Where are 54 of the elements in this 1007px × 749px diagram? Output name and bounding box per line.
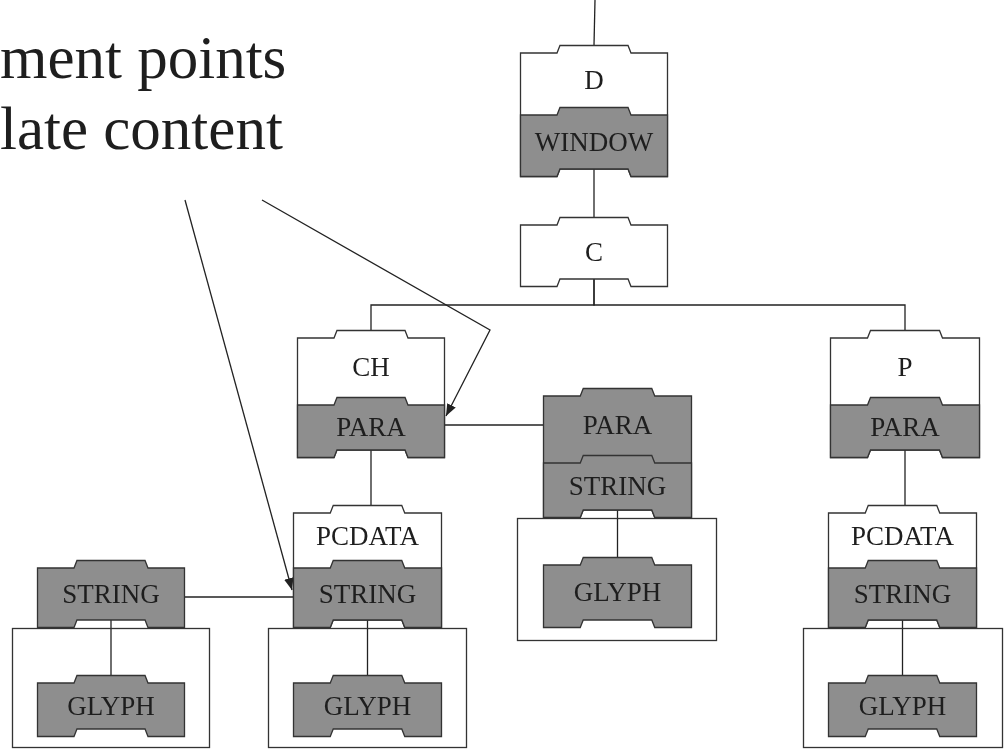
node-label: STRING [61,577,161,611]
tab-box [293,560,442,628]
node-label: PARA [869,411,941,444]
connector-line [370,449,372,506]
connector-line [366,619,369,676]
connector-line [901,619,904,676]
node-label: GLYPH [572,576,663,609]
container-box [517,518,717,641]
tab-box [543,557,692,628]
tab-box [543,388,692,518]
tab-box [828,505,977,628]
tab-box [520,217,668,287]
tab-box [828,560,977,628]
tab-box [520,107,668,177]
container-box [12,628,210,748]
tab-box [828,675,977,737]
tab-box [297,397,445,458]
container-box [803,628,1003,748]
tab-box [37,675,185,737]
node-label: GLYPH [857,689,948,723]
tab-box [293,505,442,628]
connector-line [593,168,595,218]
node-label: C [584,235,604,269]
tab-box [543,455,692,518]
tab-box [520,45,668,177]
connector-line [904,449,906,506]
node-label: STRING [567,470,668,503]
leader-arrow [261,199,491,417]
leader-arrow [184,199,294,591]
connector-line [616,509,619,558]
node-label: PARA [335,411,407,444]
node-label: CH [351,351,391,384]
connector-line [593,278,906,331]
tab-box [293,675,442,737]
heading-text: ment points late content [0,23,288,164]
node-label: PCDATA [850,520,955,553]
node-label: P [896,351,914,384]
connector-line [593,0,596,46]
connector-line [184,596,294,598]
node-label: STRING [317,577,418,611]
node-label: WINDOW [533,125,655,159]
connector-line [444,424,544,426]
node-label: PARA [581,409,654,442]
node-label: STRING [852,577,953,611]
node-label: PCDATA [315,520,420,553]
container-box [268,628,467,748]
node-label: GLYPH [322,689,413,723]
node-label: D [583,63,605,97]
tab-box [297,330,445,458]
tab-box [830,330,980,458]
tab-box [830,397,980,458]
connector-line [110,619,112,676]
node-label: GLYPH [66,689,156,723]
tab-box [37,560,185,628]
